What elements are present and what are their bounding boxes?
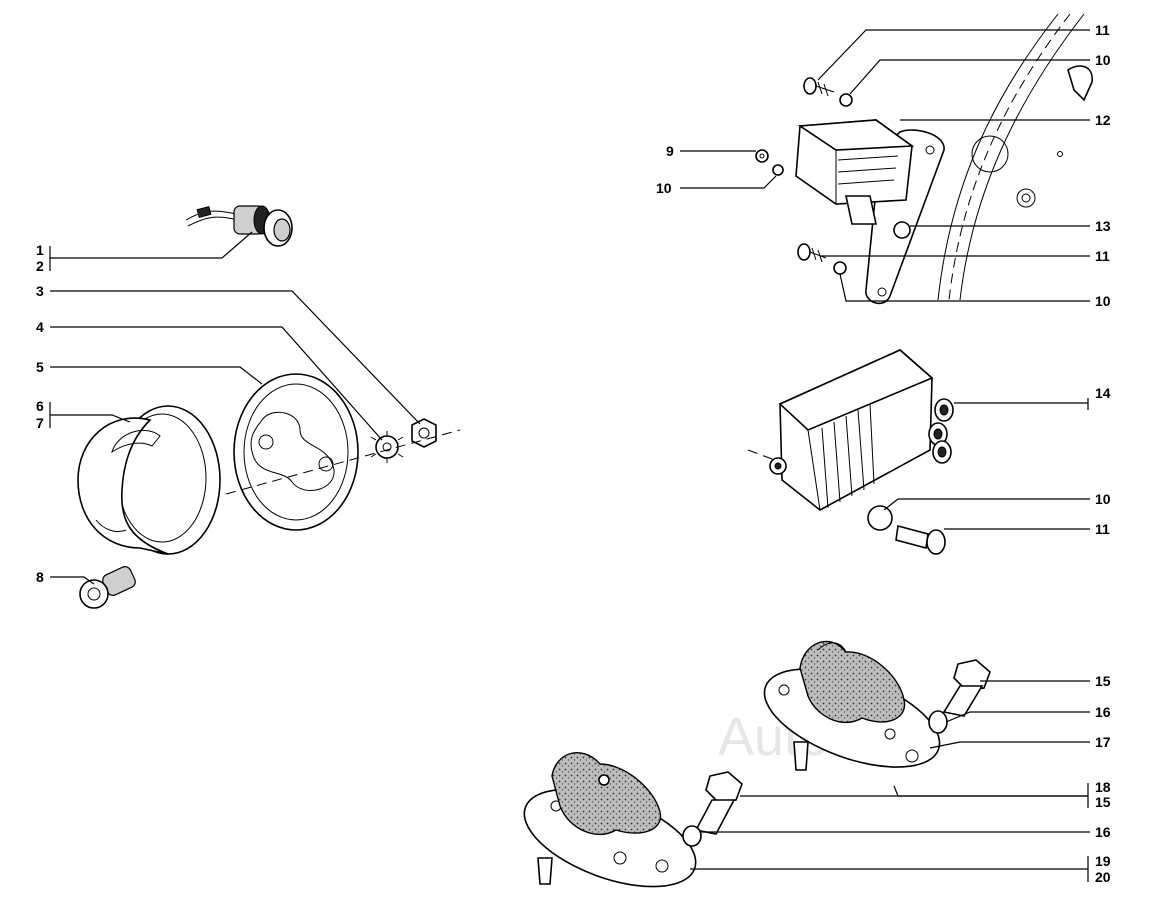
lamp-socket-part — [185, 205, 293, 247]
callout-16-top: 16 — [1095, 704, 1111, 720]
callout-11-top: 11 — [1095, 22, 1110, 38]
assembly-axis — [225, 429, 461, 495]
screw-11-lower — [797, 243, 827, 263]
callout-1: 1 — [36, 242, 44, 258]
washer-16-upper — [928, 710, 948, 734]
washer-16-lower — [682, 825, 702, 847]
washer-10-lower — [833, 261, 847, 275]
washer-10-left — [772, 164, 784, 176]
callout-11-module: 11 — [1095, 521, 1110, 537]
bolt-15-upper — [942, 659, 991, 717]
leaders-middle-right — [883, 398, 1090, 530]
nut-9 — [755, 149, 769, 163]
callout-17: 17 — [1095, 734, 1111, 750]
callout-13: 13 — [1095, 218, 1111, 234]
bulb-part — [79, 566, 136, 609]
module-terminals — [928, 398, 954, 464]
leaders-left — [49, 231, 421, 585]
nut-part — [411, 418, 437, 448]
gasket-part — [233, 373, 359, 531]
callout-12: 12 — [1095, 112, 1111, 128]
toothed-washer-part — [370, 431, 404, 463]
callout-7: 7 — [36, 415, 44, 431]
screw-11-module — [895, 524, 946, 555]
callout-9: 9 — [666, 143, 674, 159]
lamp-housing-part — [77, 405, 221, 555]
callout-10-module: 10 — [1095, 491, 1111, 507]
callout-14: 14 — [1095, 385, 1111, 401]
leaders-top-right — [680, 29, 1090, 302]
callout-5: 5 — [36, 359, 44, 375]
callout-10-left: 10 — [656, 180, 672, 196]
callout-18: 18 — [1095, 779, 1111, 795]
screw-11-upper — [803, 77, 835, 97]
rubber-mount-upper — [763, 640, 941, 771]
ignition-module-part — [747, 349, 954, 511]
callout-16-bottom: 16 — [1095, 824, 1111, 840]
callout-2: 2 — [36, 258, 44, 274]
callout-11-mid: 11 — [1095, 248, 1110, 264]
washer-10-upper — [839, 93, 853, 107]
callout-3: 3 — [36, 283, 44, 299]
callout-10-top: 10 — [1095, 52, 1111, 68]
callout-10-mid: 10 — [1095, 293, 1111, 309]
rubber-mount-lower — [523, 752, 697, 888]
callout-15-top: 15 — [1095, 673, 1111, 689]
washer-10-module — [867, 505, 893, 531]
callout-19: 19 — [1095, 853, 1111, 869]
callout-6: 6 — [36, 398, 44, 414]
leaders-bottom-right — [690, 680, 1090, 882]
callout-15-bottom: 15 — [1095, 794, 1111, 810]
callout-20: 20 — [1095, 869, 1111, 885]
regulator-part-top — [795, 119, 915, 225]
callout-8: 8 — [36, 569, 44, 585]
bolt-15-lower — [694, 771, 743, 835]
body-panel — [937, 13, 1093, 301]
callout-4: 4 — [36, 319, 44, 335]
